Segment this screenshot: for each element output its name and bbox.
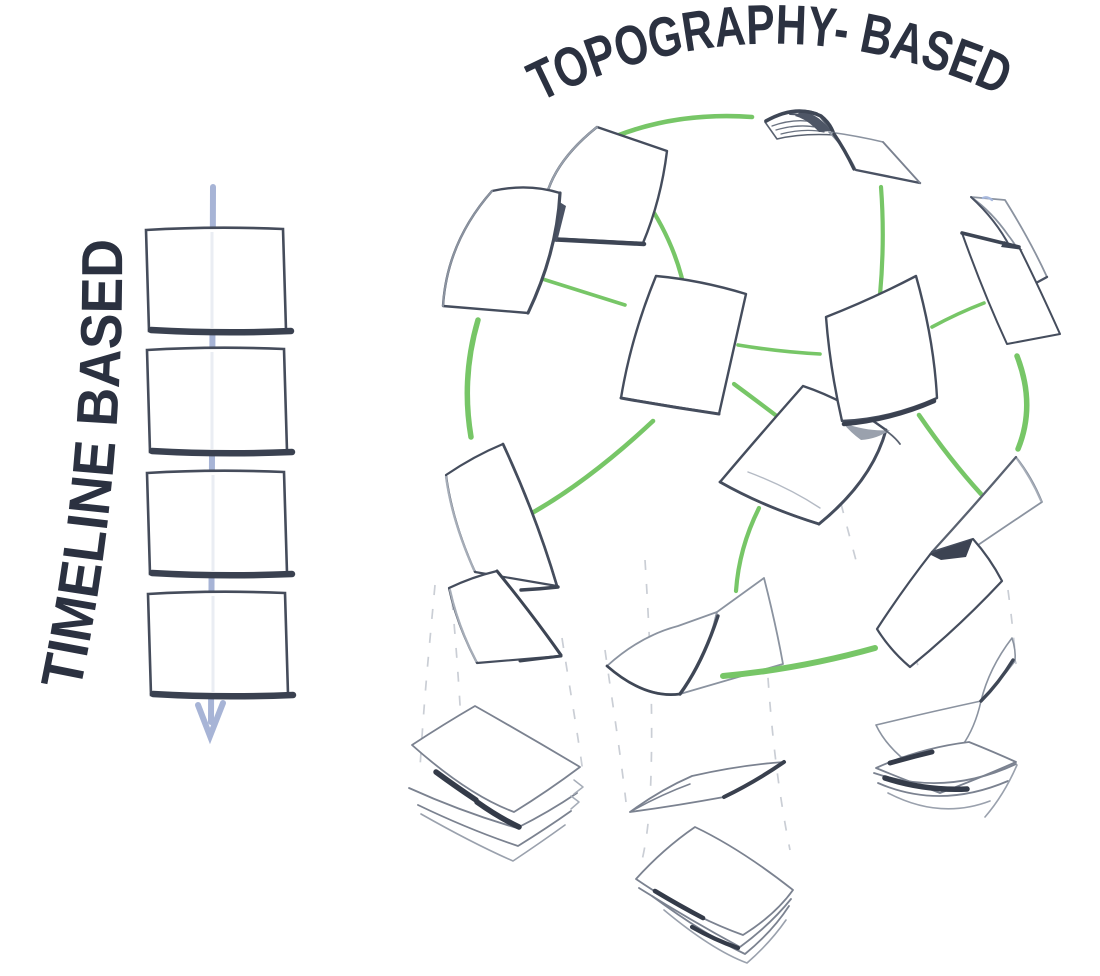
svg-text:TOPOGRAPHY- BASED: TOPOGRAPHY- BASED bbox=[518, 0, 1021, 113]
svg-text:TIMELINE BASED: TIMELINE BASED bbox=[29, 239, 135, 694]
